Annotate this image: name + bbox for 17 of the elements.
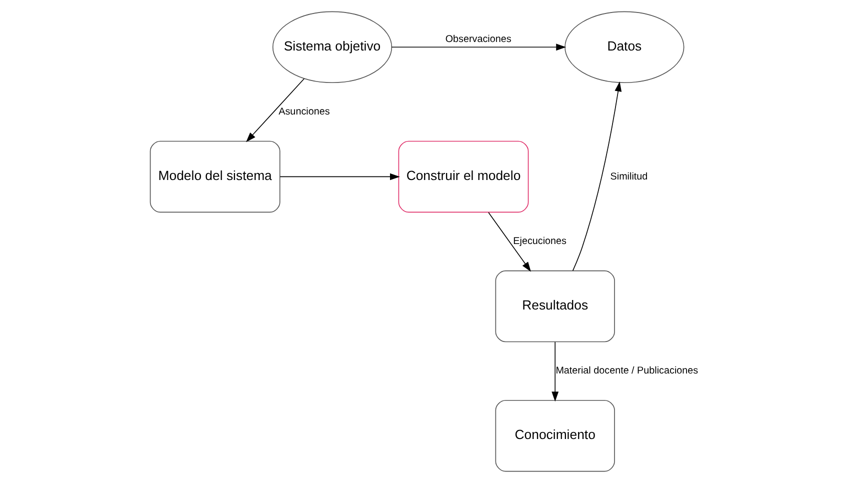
edge-label: Asunciones [278, 106, 330, 118]
node-box: Resultados [495, 270, 615, 342]
arrow [246, 78, 305, 142]
node-ellipse: Datos [564, 11, 684, 84]
node-box: Conocimiento [495, 400, 615, 472]
arrow [391, 44, 566, 51]
node-box: Modelo del sistema [150, 140, 280, 213]
edge-label: Observaciones [445, 34, 512, 45]
arrow [572, 82, 622, 272]
edge-label: Material docente / Publicaciones [556, 366, 698, 377]
edge-label: Similitud [610, 171, 648, 182]
arrow [488, 212, 531, 272]
arrow [280, 173, 400, 180]
node-ellipse: Sistema objetivo [272, 11, 392, 84]
edge-label: Ejecuciones [513, 236, 567, 248]
node-box: Construir el modelo [398, 140, 529, 213]
arrow [552, 342, 559, 402]
